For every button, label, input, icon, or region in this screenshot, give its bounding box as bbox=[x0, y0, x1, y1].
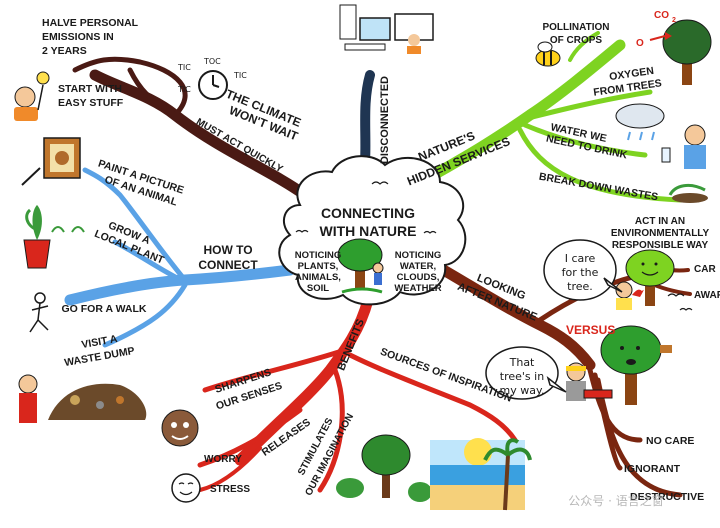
after-versus: VERSUS bbox=[566, 323, 615, 337]
climate-halve-line3: 2 YEARS bbox=[42, 45, 87, 57]
speech-bubble-way bbox=[485, 346, 567, 400]
bubble-way-line2: tree's in bbox=[500, 370, 544, 383]
bubble-way-line3: my way. bbox=[500, 384, 545, 397]
after-care-fragment: CAR bbox=[694, 264, 716, 275]
after-destructive: DESTRUCTIVE bbox=[630, 491, 704, 503]
how-to-line2: CONNECT bbox=[198, 258, 258, 272]
rain-cloud-icon bbox=[615, 103, 706, 169]
potted-plant-icon bbox=[23, 205, 85, 269]
branch-climate bbox=[72, 56, 311, 201]
animal-painting-icon bbox=[21, 137, 81, 186]
climate-tic1: TIC bbox=[177, 63, 191, 72]
climate-halve-line2: EMISSIONS IN bbox=[42, 31, 114, 43]
hidden-wastes: BREAK DOWN WASTES bbox=[538, 171, 659, 204]
bubble-way-line1: That bbox=[509, 356, 535, 369]
compost-icon bbox=[668, 183, 708, 203]
tree-co2-icon bbox=[649, 19, 712, 85]
center-right-line3: CLOUDS, bbox=[397, 272, 440, 283]
center-right-line1: NOTICING bbox=[395, 250, 441, 261]
climate-start-line1: START WITH bbox=[58, 83, 122, 95]
branch-hidden-services bbox=[402, 31, 683, 203]
center-left-line2: PLANTS, bbox=[298, 261, 339, 272]
benefits-worry: WORRY bbox=[204, 454, 242, 465]
after-act-line3: RESPONSIBLE WAY bbox=[612, 240, 709, 251]
center-left-line3: ANIMALS, bbox=[295, 272, 341, 283]
hidden-pollination-line2: OF CROPS bbox=[550, 35, 603, 46]
how-walk: GO FOR A WALK bbox=[62, 303, 147, 315]
waste-dump-icon bbox=[18, 374, 147, 423]
walking-person-icon bbox=[29, 292, 49, 333]
after-no-care: NO CARE bbox=[646, 435, 694, 447]
climate-tic2: TIC bbox=[233, 71, 247, 80]
branch-benefits bbox=[197, 294, 518, 493]
how-to-line1: HOW TO bbox=[203, 243, 252, 257]
after-act-line1: ACT IN AN bbox=[635, 216, 685, 227]
climate-halve-line1: HALVE PERSONAL bbox=[42, 17, 139, 29]
computer-screen-icon bbox=[339, 4, 434, 54]
central-cloud bbox=[278, 155, 693, 311]
person-lightbulb-icon bbox=[14, 71, 50, 121]
chainsaw-tree-icon bbox=[566, 325, 672, 405]
after-aware-fragment: AWAR bbox=[694, 290, 720, 301]
watermark-text: 公众号 · 语言之窗 bbox=[568, 494, 663, 508]
center-title-line1: CONNECTING bbox=[321, 205, 415, 221]
smiling-face-icon bbox=[161, 409, 199, 447]
hidden-o: O bbox=[636, 38, 644, 49]
hidden-pollination-line1: POLLINATION bbox=[542, 22, 609, 33]
bubble-care-line3: tree. bbox=[567, 280, 593, 293]
bee-icon bbox=[535, 41, 561, 67]
bubble-care-line2: for the bbox=[562, 266, 599, 279]
happy-tree-icon bbox=[615, 249, 675, 310]
calm-face-icon bbox=[171, 473, 201, 503]
hidden-co2: CO bbox=[654, 10, 669, 21]
beach-sunset-icon bbox=[430, 438, 532, 511]
clock-icon bbox=[198, 70, 228, 100]
center-right-line4: WEATHER bbox=[394, 283, 441, 294]
bubble-care-line1: I care bbox=[565, 252, 596, 265]
center-right-line2: WATER, bbox=[400, 261, 436, 272]
center-title-line2: WITH NATURE bbox=[320, 223, 417, 239]
climate-tic3: TIC bbox=[177, 85, 191, 94]
center-left-line1: NOTICING bbox=[295, 250, 341, 261]
center-tree-illustration bbox=[337, 238, 384, 294]
jungle-tree-icon bbox=[336, 434, 432, 502]
speech-bubble-care bbox=[543, 239, 623, 301]
benefits-branch: BENEFITS bbox=[335, 317, 367, 372]
climate-toc: TOC bbox=[203, 57, 221, 66]
branch-how-to bbox=[64, 167, 296, 348]
after-ignorant: IGNORANT bbox=[624, 463, 681, 475]
benefits-stress: STRESS bbox=[210, 484, 250, 495]
disconnected-label: DISCONNECTED bbox=[379, 76, 391, 164]
after-act-line2: ENVIRONMENTALLY bbox=[611, 228, 710, 239]
how-visit-line2: WASTE DUMP bbox=[63, 345, 135, 369]
hidden-co2-sub: 2 bbox=[672, 17, 676, 24]
center-left-line4: SOIL bbox=[307, 283, 329, 294]
climate-start-line2: EASY STUFF bbox=[58, 97, 124, 109]
